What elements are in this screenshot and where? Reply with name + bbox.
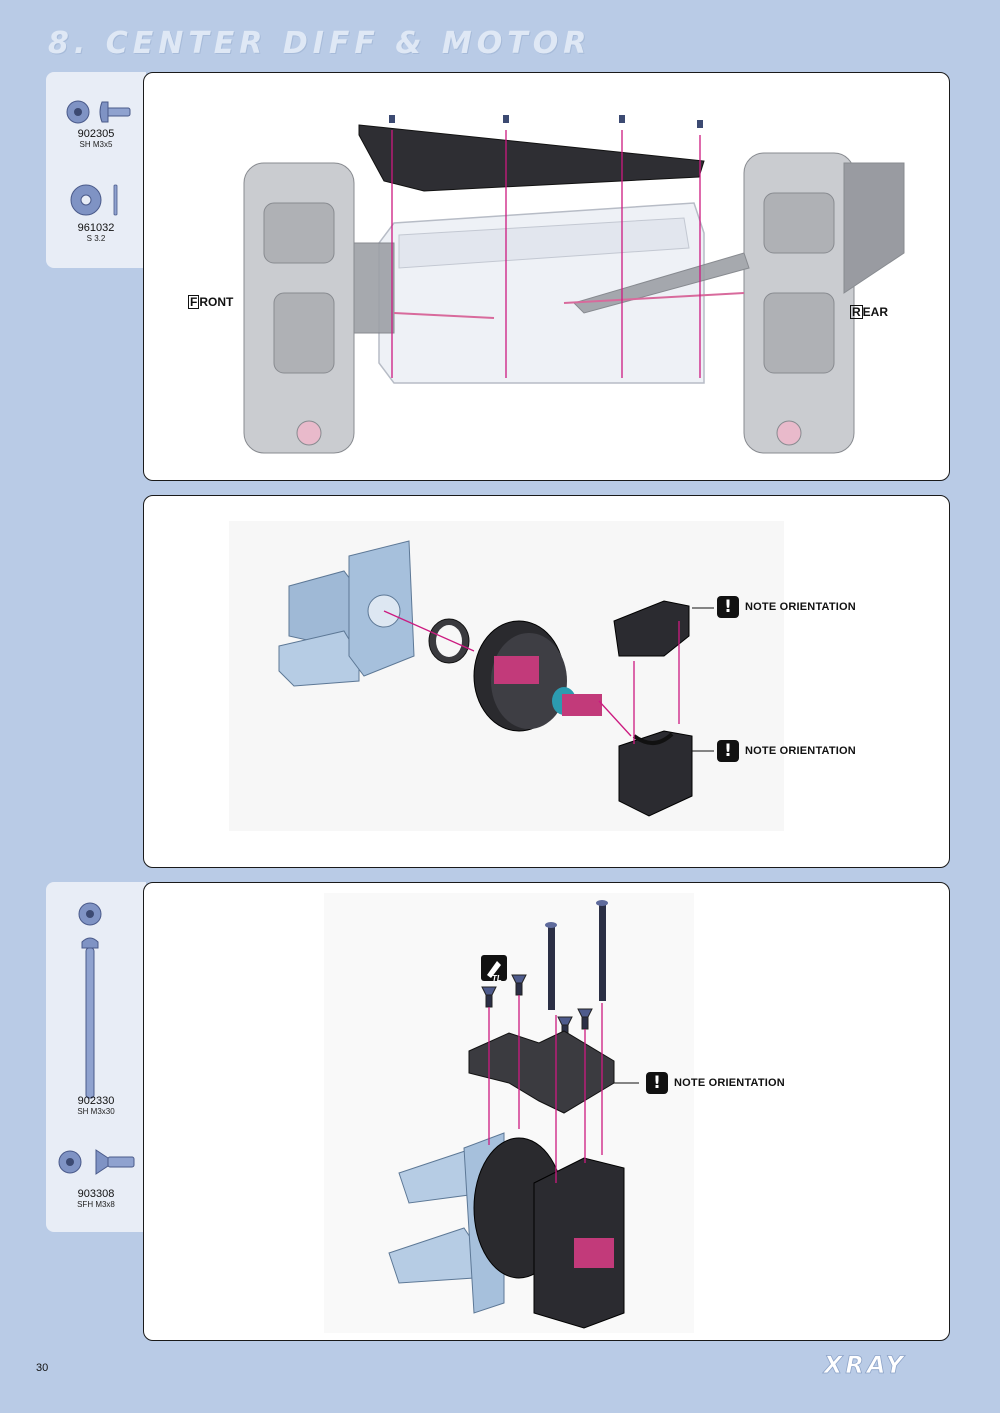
part-spec: SH M3x5 <box>79 140 113 149</box>
step-panel-motor-mount: TL ! NOTE ORIENTATION <box>143 882 950 1341</box>
note-text: NOTE ORIENTATION <box>745 745 856 757</box>
screw-mark <box>389 115 395 123</box>
part-code: 902330 <box>77 1095 115 1107</box>
button-head-screw-icon <box>66 100 131 124</box>
parts-list-step1: 902305 SH M3x5 961032 S 3.2 <box>46 72 146 268</box>
brand-logo-text: XRAY <box>822 1352 906 1378</box>
part-spec: SH M3x30 <box>77 1107 115 1116</box>
rear-label-cap: R <box>850 305 863 319</box>
flat-head-screw-icon <box>58 1149 135 1175</box>
rear-label-rest: EAR <box>862 305 889 319</box>
part-spec: SFH M3x8 <box>77 1200 115 1209</box>
washer-icon <box>70 184 118 216</box>
note-orientation-bottom: ! NOTE ORIENTATION <box>717 740 856 762</box>
warning-icon: ! <box>717 740 739 762</box>
front-label-rest: RONT <box>199 295 234 309</box>
brand-logo: XRAY <box>822 1352 906 1378</box>
screw-mark <box>503 115 509 123</box>
front-label-cap: F <box>188 295 200 309</box>
long-screw-icon <box>78 902 102 1099</box>
note-text: NOTE ORIENTATION <box>674 1077 785 1089</box>
parts-list-step3: 902330 SH M3x30 903308 SFH M3x8 <box>46 882 146 1232</box>
part-code: 902305 <box>77 128 115 140</box>
screw-mark <box>697 120 703 128</box>
threadlock-icon <box>481 955 507 981</box>
screw-mark <box>619 115 625 123</box>
part-code: 961032 <box>77 222 115 234</box>
part-code: 903308 <box>77 1188 115 1200</box>
motor-mount-illustration <box>324 893 694 1333</box>
spur-gear <box>473 620 602 732</box>
warning-icon: ! <box>646 1072 668 1094</box>
part-spec: S 3.2 <box>86 234 106 243</box>
page-number: 30 <box>36 1362 49 1374</box>
step-panel-center-diff: ! NOTE ORIENTATION ! NOTE ORIENTATION <box>143 495 950 868</box>
threadlock-badge: TL <box>492 974 502 983</box>
chassis-illustration <box>243 115 905 454</box>
note-orientation: ! NOTE ORIENTATION <box>646 1072 785 1094</box>
note-text: NOTE ORIENTATION <box>745 601 856 613</box>
page-title: 8. CENTER DIFF & MOTOR <box>48 26 592 61</box>
warning-icon: ! <box>717 596 739 618</box>
note-orientation-top: ! NOTE ORIENTATION <box>717 596 856 618</box>
center-diff-illustration <box>229 521 784 831</box>
